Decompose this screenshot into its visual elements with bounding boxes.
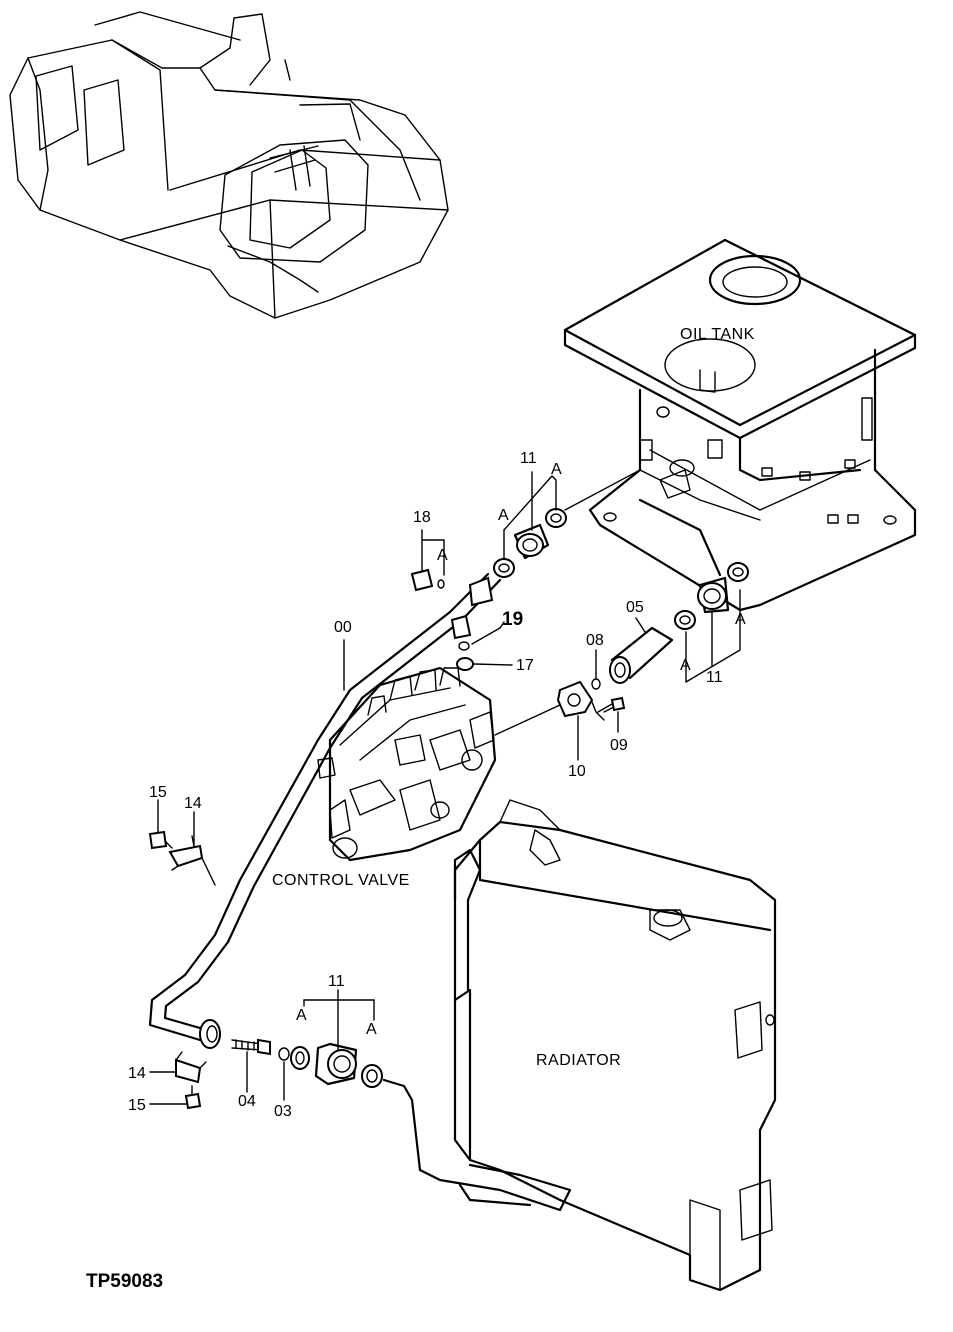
callout-14-lower: 14 — [128, 1065, 146, 1082]
clip-14-upper — [168, 835, 216, 886]
figure-code: TP59083 — [86, 1271, 163, 1292]
callout-a-top-right: A — [551, 461, 562, 478]
pipe-00 — [148, 572, 502, 1049]
callout-a-lower-right: A — [366, 1021, 377, 1038]
bolt-15-upper — [148, 830, 173, 850]
hose-05 — [609, 626, 674, 684]
callout-04: 04 — [238, 1093, 256, 1110]
callout-a-right-lower: A — [680, 657, 691, 674]
callout-15-lower: 15 — [128, 1097, 146, 1114]
callout-05: 05 — [626, 599, 644, 616]
radiator-inlet-line — [382, 1078, 422, 1172]
bolt-09 — [591, 696, 626, 721]
radiator: RADIATOR — [418, 799, 777, 1292]
radiator-label: RADIATOR — [536, 1052, 621, 1069]
callout-19: 19 — [502, 609, 523, 630]
callout-17: 17 — [516, 657, 534, 674]
callout-09: 09 — [610, 737, 628, 754]
callout-a-lower-left: A — [296, 1007, 307, 1024]
control-valve: CONTROL VALVE — [272, 666, 561, 889]
fittings-valve-top — [456, 627, 513, 671]
callout-a-right-upper: A — [735, 611, 746, 628]
callout-11-lower: 11 — [328, 973, 345, 990]
callout-11-top: 11 — [520, 450, 537, 467]
callout-10: 10 — [568, 763, 586, 780]
bolt-15-lower — [184, 1085, 202, 1110]
callout-14-upper: 14 — [184, 795, 202, 812]
flange-10 — [556, 680, 594, 718]
o-ring-03 — [278, 1047, 290, 1061]
clamp-group-right — [674, 562, 749, 630]
clamp-group-lower — [290, 1042, 383, 1088]
callout-00: 00 — [334, 619, 352, 636]
callout-labels: 11 A A 18 A 00 19 17 08 05 10 09 A A 11 … — [128, 450, 746, 1120]
tank-outlet-line — [638, 498, 722, 577]
excavator-overview — [9, 11, 449, 319]
clamp-group-upper — [493, 469, 641, 578]
clip-14-lower — [175, 1051, 207, 1084]
callout-a-top-left: A — [498, 507, 509, 524]
control-valve-label: CONTROL VALVE — [272, 872, 410, 889]
o-ring-08 — [591, 678, 601, 690]
plug-18 — [410, 568, 445, 592]
leader-lines — [149, 471, 741, 1105]
callout-a-18: A — [437, 547, 448, 564]
oil-tank: OIL TANK — [563, 238, 917, 612]
nipple-04 — [231, 1038, 271, 1056]
callout-08: 08 — [586, 632, 604, 649]
oil-tank-label: OIL TANK — [680, 326, 755, 343]
callout-18: 18 — [413, 509, 431, 526]
callout-15-upper: 15 — [149, 784, 167, 801]
callout-11-right: 11 — [706, 669, 723, 686]
callout-03: 03 — [274, 1103, 292, 1120]
